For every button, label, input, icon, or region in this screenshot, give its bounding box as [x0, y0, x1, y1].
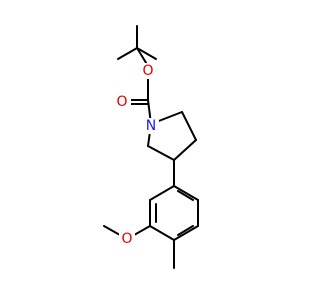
bond-c4-to-c5 [181, 111, 197, 141]
bond-aryl-3-4 [149, 225, 175, 241]
atom-labels: O O N O [115, 63, 159, 247]
bond-aryl-inner-c [177, 190, 194, 201]
bonds [103, 25, 199, 269]
ring-nitrogen-label: N [146, 118, 156, 134]
carbonyl-oxygen-label: O [116, 94, 127, 110]
bond-c2-to-c3 [147, 145, 175, 161]
bond-aryl-4-5 [173, 225, 199, 241]
bond-c3-to-c4 [173, 139, 197, 161]
ester-oxygen: O [141, 63, 157, 79]
bond-aryl-inner-b [177, 225, 194, 236]
molecule-structure: O O N O [103, 25, 199, 269]
ring-nitrogen: N [143, 118, 159, 134]
bond-tbu-methyl-right [136, 47, 157, 60]
bond-aryl-6-1 [173, 185, 199, 201]
carbonyl-oxygen: O [115, 94, 131, 110]
bond-tbu-methyl-left [117, 47, 138, 60]
bond-aryl-1-2 [149, 185, 175, 201]
methoxy-oxygen-label: O [121, 231, 132, 247]
ester-oxygen-label: O [142, 63, 153, 79]
methoxy-oxygen: O [119, 231, 135, 247]
